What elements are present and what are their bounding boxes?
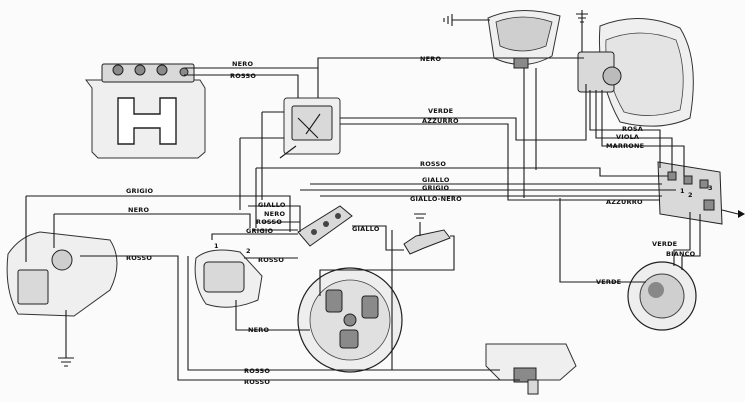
ignition-coil: 1 2: [194, 242, 263, 308]
battery: [85, 63, 206, 159]
wire-label-nero-top: NERO: [420, 55, 441, 63]
junction-block: 2 1 3: [657, 161, 745, 225]
wire-label-rosso-battery: ROSSO: [230, 72, 256, 80]
wire-label-verde-top: VERDE: [428, 107, 453, 115]
coil-terminal-2: 2: [246, 247, 251, 255]
wire-label-rosso-mid: ROSSO: [420, 160, 446, 168]
wire-label-rosso-bottom2: ROSSO: [244, 378, 270, 386]
wire-label-bianco: BIANCO: [666, 250, 696, 258]
wire-label-azzurro-right: AZZURRO: [606, 198, 643, 206]
wire-label-rosso-bottom1: ROSSO: [244, 367, 270, 375]
magneto-stator: [297, 267, 403, 373]
wire-label-rosso-left: ROSSO: [126, 254, 152, 262]
speedometer: [487, 9, 561, 69]
side-lamp: [627, 261, 697, 331]
wire-label-marrone: MARRONE: [606, 142, 644, 150]
junction-terminal-1: 1: [680, 187, 685, 195]
wire-label-giallo-nero: GIALLO-NERO: [410, 195, 462, 203]
ground-symbol-headlamp: [576, 10, 588, 52]
headlamp: [577, 18, 694, 127]
wire-label-nero-term: NERO: [264, 210, 285, 218]
ground-symbol-tail: [58, 357, 74, 367]
wire-label-giallo-term: GIALLO: [258, 201, 286, 209]
wire-label-rosa: ROSA: [622, 125, 643, 133]
wire-label-viola: VIOLA: [616, 133, 639, 141]
junction-terminal-2: 2: [688, 191, 693, 199]
wire-label-rosso-term: ROSSO: [256, 218, 282, 226]
ground-symbol-speedometer: [443, 14, 490, 26]
coil-terminal-1: 1: [214, 242, 219, 250]
wire-label-giallo-mid: GIALLO: [422, 176, 450, 184]
wire-label-nero-left: NERO: [128, 206, 149, 214]
wire-label-giallo-coil: GIALLO: [352, 225, 380, 233]
spark-plug: [403, 213, 451, 255]
terminal-strip: [297, 205, 353, 247]
wire-label-azzurro-top: AZZURRO: [422, 117, 459, 125]
wire-label-verde-low: VERDE: [596, 278, 621, 286]
tail-light: [6, 231, 118, 358]
junction-terminal-3: 3: [708, 184, 713, 192]
wires: [25, 57, 701, 381]
wire-label-grigio-coil: GRIGIO: [246, 227, 274, 235]
wire-label-rosso-coil: ROSSO: [258, 256, 284, 264]
wire-label-nero-low: NERO: [248, 326, 269, 334]
wire-label-grigio-left: GRIGIO: [126, 187, 154, 195]
wire-label-verde-right: VERDE: [652, 240, 677, 248]
wire-label-grigio-mid: GRIGIO: [422, 184, 450, 192]
horn: [485, 343, 577, 395]
wire-label-nero-battery: NERO: [232, 60, 253, 68]
voltage-regulator: [279, 97, 341, 159]
